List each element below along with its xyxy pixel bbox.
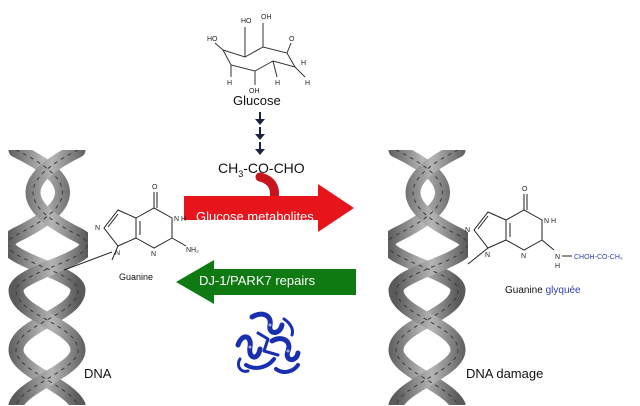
guanine-left-n1: N	[174, 216, 179, 223]
guanine-structure-left: O N H NH₂ N N N	[95, 184, 199, 261]
glucose-ring-o: O	[289, 36, 295, 43]
guanine-label-left: Guanine	[119, 272, 154, 282]
guanine-structure-right: O N H N H N N N CHOH-CO-CH₃	[465, 186, 623, 270]
dj1-park7-repairs-arrow	[176, 260, 356, 304]
guanine-right-o: O	[522, 186, 528, 193]
glucose-h-3: H	[305, 80, 310, 87]
down-arrows	[255, 112, 265, 155]
guanine-left-o: O	[152, 184, 158, 191]
dna-label: DNA	[84, 366, 112, 381]
glucose-metabolites-label: Glucose metabolites	[196, 209, 314, 224]
glucose-h-1: H	[227, 80, 232, 87]
glucose-h-4: H	[301, 60, 306, 67]
guanine-left-n9: N	[115, 250, 120, 257]
glyquee-word: glyquée	[545, 285, 581, 296]
guanine-right-n9: N	[485, 252, 490, 259]
methylglyoxal-label: CH3-CO-CHO	[218, 160, 305, 179]
glucose-structure: HO OH O HO OH H H H H	[207, 14, 310, 95]
guanine-right-n7: N	[465, 227, 470, 234]
glucose-oh-top-left: HO	[241, 18, 252, 25]
guanine-right-n3: N	[521, 253, 526, 260]
guanine-right-h1: H	[551, 218, 556, 225]
dna-helix-left	[8, 150, 88, 405]
glucose-h-2: H	[275, 80, 280, 87]
glucose-label: Glucose	[233, 93, 281, 108]
dna-damage-label: DNA damage	[466, 366, 544, 381]
guanine-left-link	[63, 251, 113, 271]
guanine-left-nh2: NH₂	[186, 247, 199, 254]
glucose-oh-top: OH	[261, 14, 272, 21]
guanine-right-h2: H	[555, 263, 560, 270]
guanine-right-n2: N	[555, 254, 560, 261]
guanine-left-n3: N	[151, 251, 156, 258]
guanine-right-n1: N	[544, 218, 549, 225]
glucose-metabolites-arrow	[184, 172, 354, 232]
dj1-protein-ribbon-icon	[235, 311, 301, 374]
glucose-oh-left: HO	[207, 36, 218, 43]
guanine-left-h1: H	[181, 216, 186, 223]
dna-helix-right	[388, 150, 468, 405]
guanine-glyquee-label: Guanine glyquée	[505, 285, 581, 296]
glucose-oh-bottom: OH	[249, 88, 260, 95]
dj1-park7-repairs-label: DJ-1/PARK7 repairs	[199, 273, 316, 288]
glycation-chain-label: CHOH-CO-CH₃	[574, 254, 623, 261]
guanine-left-n7: N	[95, 225, 100, 232]
